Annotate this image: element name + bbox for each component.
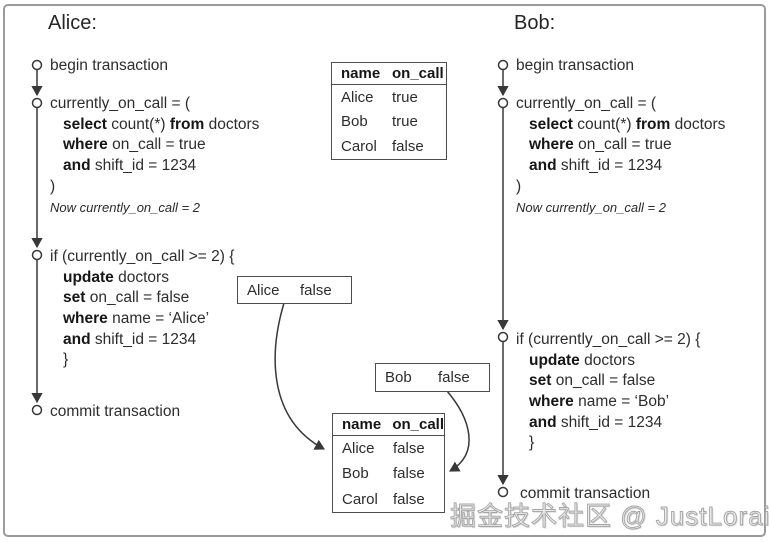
bob-if-line-and: and shift_id = 1234 <box>529 413 663 431</box>
alice-if-block: if (currently_on_call >= 2) { update doc… <box>50 247 234 371</box>
bob-if-close: } <box>529 434 535 452</box>
bob-timeline <box>497 59 509 498</box>
column-header-on-call: on_call <box>392 416 444 433</box>
alice-if-line-1: if (currently_on_call >= 2) { <box>50 248 235 265</box>
alice-timeline <box>31 59 43 416</box>
alice-commit-node-icon <box>31 404 43 416</box>
cell-name: Alice <box>342 440 375 458</box>
alice-begin-label: begin transaction <box>50 57 169 74</box>
alice-query-block: currently_on_call = ( select count(*) fr… <box>50 94 259 216</box>
doctors-table-final-header: name on_call <box>333 414 444 436</box>
alice-begin-node-icon <box>31 59 43 71</box>
bob-query-note: Now currently_on_call = 2 <box>516 200 666 216</box>
column-header-on-call: on_call <box>392 65 444 82</box>
bob-query-close: ) <box>516 177 522 195</box>
bob-update-row-box: Bob false <box>375 363 490 392</box>
update-row-value: false <box>438 369 470 386</box>
table-row: Alice true <box>332 85 446 110</box>
bob-if-node-icon <box>497 331 509 343</box>
alice-query-line-1: currently_on_call = ( <box>50 95 190 112</box>
cell-name: Carol <box>341 137 377 155</box>
bob-if-block: if (currently_on_call >= 2) { update doc… <box>516 330 700 454</box>
bob-if-line-1: if (currently_on_call >= 2) { <box>516 331 701 348</box>
bob-query-line-1: currently_on_call = ( <box>516 95 656 112</box>
update-row-value: false <box>300 281 332 299</box>
alice-commit-label: commit transaction <box>50 403 181 420</box>
alice-update-row-box: Alice false <box>237 276 352 304</box>
alice-if-line-and: and shift_id = 1234 <box>63 330 197 348</box>
alice-if-line-where: where name = ‘Alice’ <box>63 310 210 328</box>
bob-if-line-where: where name = ‘Bob’ <box>529 393 670 411</box>
alice-query-line-and: and shift_id = 1234 <box>63 157 197 175</box>
bob-if-line-set: set on_call = false <box>529 372 656 390</box>
bob-commit-node-icon <box>497 486 509 498</box>
table-row: Carol false <box>333 487 444 512</box>
alice-if-node-icon <box>31 249 43 261</box>
doctors-table-initial-header: name on_call <box>332 63 446 85</box>
cell-name: Carol <box>342 490 378 508</box>
cell-name: Bob <box>342 465 369 483</box>
bob-if-line-update: update doctors <box>529 351 635 369</box>
bob-title: Bob: <box>514 12 556 34</box>
column-header-name: name <box>342 416 382 433</box>
table-row: Carol false <box>332 134 446 159</box>
update-row-name: Alice <box>247 281 280 299</box>
bob-query-line-where: where on_call = true <box>529 136 672 154</box>
bob-commit-label: commit transaction <box>520 485 651 502</box>
column-header-name: name <box>341 65 381 82</box>
bob-query-block: currently_on_call = ( select count(*) fr… <box>516 94 725 216</box>
cell-name: Alice <box>341 88 374 106</box>
table-row: Bob true <box>332 110 446 135</box>
alice-query-note: Now currently_on_call = 2 <box>50 200 200 216</box>
doctors-table-final: name on_call Alice false Bob false Carol… <box>332 413 445 513</box>
watermark: 掘金技术社区 @ JustLorain <box>450 501 769 532</box>
bob-query-node-icon <box>497 97 509 109</box>
bob-update-arrow <box>446 390 470 472</box>
bob-query-line-and: and shift_id = 1234 <box>529 157 663 175</box>
cell-on-call: false <box>392 137 424 155</box>
bob-begin-label: begin transaction <box>516 57 635 74</box>
alice-if-close: } <box>63 351 69 369</box>
cell-name: Bob <box>341 113 368 131</box>
alice-query-line-where: where on_call = true <box>63 136 206 154</box>
table-row: Alice false <box>333 436 444 461</box>
alice-if-line-set: set on_call = false <box>63 289 190 307</box>
update-row-name: Bob <box>385 369 412 386</box>
bob-begin-node-icon <box>497 59 509 71</box>
cell-on-call: true <box>392 88 418 106</box>
alice-title: Alice: <box>48 12 97 34</box>
alice-query-close: ) <box>50 177 56 195</box>
alice-if-line-update: update doctors <box>63 268 169 286</box>
alice-update-arrow <box>274 302 325 450</box>
cell-on-call: false <box>393 465 425 483</box>
cell-on-call: true <box>392 113 418 131</box>
cell-on-call: false <box>393 440 425 458</box>
cell-on-call: false <box>393 490 425 508</box>
doctors-table-initial: name on_call Alice true Bob true Carol f… <box>331 62 447 160</box>
table-row: Bob false <box>333 461 444 486</box>
outer-frame <box>3 4 766 537</box>
alice-query-node-icon <box>31 97 43 109</box>
bob-query-line-select: select count(*) from doctors <box>529 115 726 133</box>
alice-query-line-select: select count(*) from doctors <box>63 115 260 133</box>
